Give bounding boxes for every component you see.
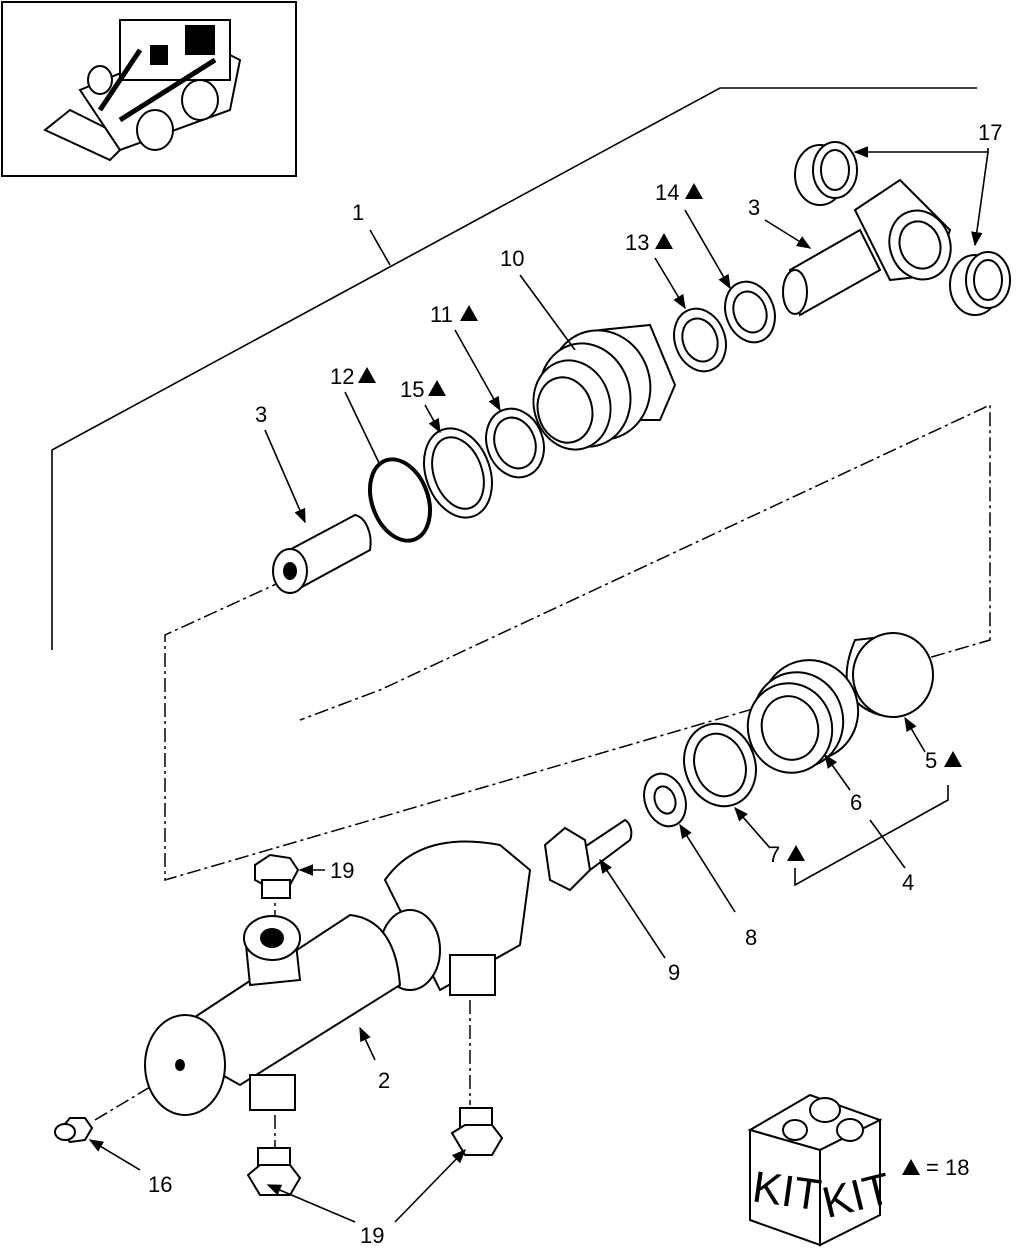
triangle-icon [655, 233, 673, 249]
skid-steer-loader-icon [1, 1, 297, 177]
wiper-ring-part [485, 407, 545, 479]
callout-3-upper: 3 [748, 195, 760, 220]
o-ring-part [368, 457, 432, 543]
callout-5: 5 [925, 748, 937, 773]
callout-10: 10 [500, 246, 524, 271]
callout-4: 4 [902, 870, 914, 895]
split-ring-outline [852, 632, 934, 718]
plug-top-part [254, 853, 300, 899]
callout-13: 13 [625, 230, 649, 255]
kit-label-left: KIT [749, 1162, 824, 1220]
callout-15: 15 [400, 377, 424, 402]
callout-8: 8 [745, 925, 757, 950]
kit-legend-text: = 18 [926, 1155, 969, 1180]
callout-16: 16 [148, 1172, 172, 1197]
seal-ring-14-part [724, 280, 776, 344]
callout-3-lower: 3 [255, 402, 267, 427]
assembly-bracket [51, 87, 977, 650]
triangle-icon [428, 380, 446, 396]
piston-seal-part [683, 722, 757, 808]
triangle-icon [358, 367, 376, 383]
triangle-icon [685, 183, 703, 199]
grease-fitting-part [54, 1117, 94, 1144]
callout-12: 12 [330, 364, 354, 389]
bolt-part [543, 818, 633, 892]
triangle-icon [944, 751, 962, 767]
backup-ring-part [423, 427, 493, 519]
callout-6: 6 [850, 790, 862, 815]
plug-bottom-left-part [246, 1147, 302, 1196]
callout-7: 7 [768, 842, 780, 867]
callout-19-top: 19 [330, 858, 354, 883]
callout-14: 14 [655, 180, 679, 205]
rod-eye-part [782, 178, 952, 317]
callout-9: 9 [668, 960, 680, 985]
kit-box-icon [747, 1093, 883, 1247]
callout-11: 11 [430, 302, 453, 327]
triangle-icon [787, 845, 805, 861]
triangle-icon [902, 1159, 920, 1175]
seal-ring-13-part [673, 307, 727, 373]
bushing-part [794, 141, 1011, 316]
cylinder-barrel-part [144, 840, 532, 1116]
piston-part [746, 659, 860, 774]
plug-bottom-right-part [450, 1107, 504, 1156]
washer-part [643, 772, 687, 828]
callout-2: 2 [378, 1068, 390, 1093]
callout-19-bottom: 19 [360, 1223, 384, 1248]
callout-1: 1 [352, 200, 364, 225]
callout-17: 17 [978, 120, 1002, 145]
rod-end-part [272, 513, 372, 594]
triangle-icon [460, 305, 478, 321]
leader-lines [88, 146, 989, 1223]
gland-part [532, 323, 677, 451]
